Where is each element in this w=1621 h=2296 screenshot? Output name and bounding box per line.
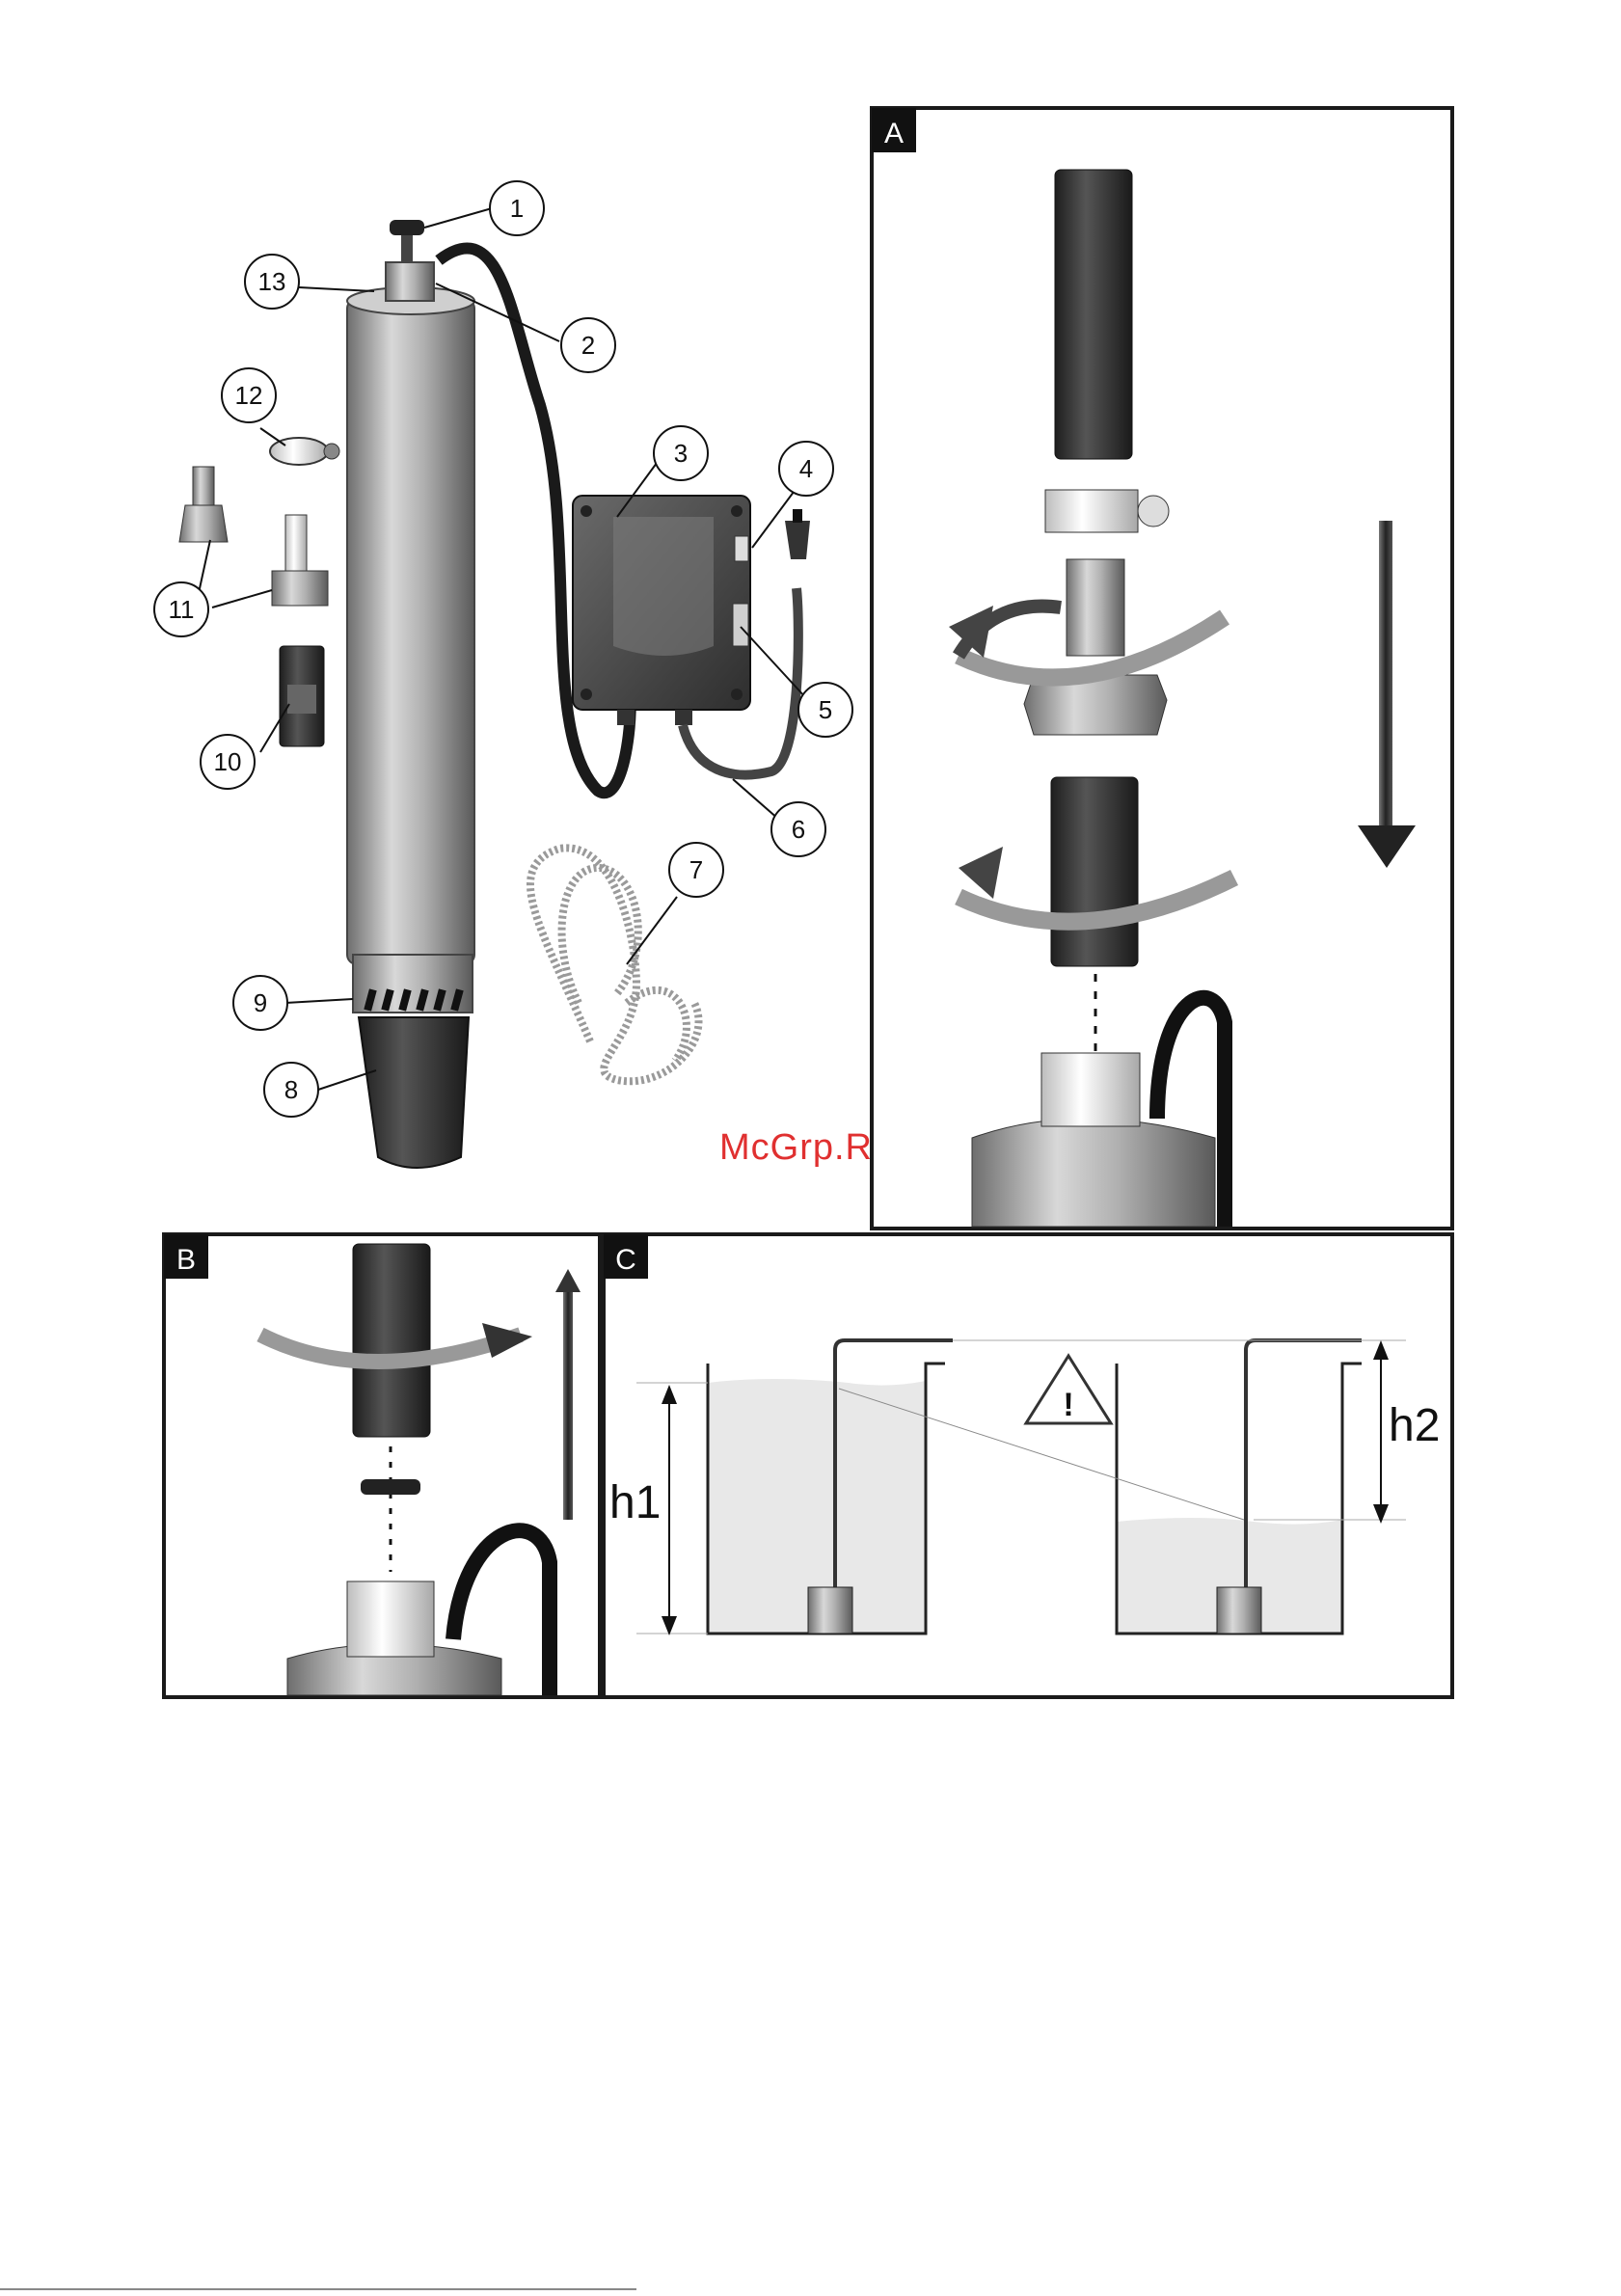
svg-text:!: ! bbox=[1063, 1387, 1073, 1423]
callout-13: 13 bbox=[245, 255, 299, 309]
callout-6: 6 bbox=[771, 802, 825, 856]
nipple-connector-part bbox=[280, 646, 324, 746]
svg-text:10: 10 bbox=[214, 747, 242, 776]
callout-9: 9 bbox=[233, 976, 287, 1030]
left-tank bbox=[708, 1340, 953, 1634]
svg-text:8: 8 bbox=[284, 1075, 298, 1104]
panel-a-letter: A bbox=[884, 118, 904, 149]
callout-4: 4 bbox=[779, 442, 833, 496]
panel-c: C ! h1 bbox=[604, 1234, 1452, 1697]
callout-2: 2 bbox=[561, 318, 615, 372]
control-box-part bbox=[573, 496, 810, 775]
callout-8: 8 bbox=[264, 1063, 318, 1117]
callout-1: 1 bbox=[490, 181, 544, 235]
panel-a: A bbox=[872, 108, 1452, 1229]
svg-text:12: 12 bbox=[235, 381, 263, 410]
outlet-head bbox=[386, 262, 434, 301]
callout-5: 5 bbox=[798, 683, 852, 737]
h1-label: h1 bbox=[609, 1477, 661, 1528]
panel-b: B bbox=[164, 1234, 600, 1697]
cord-cap bbox=[390, 220, 424, 235]
callout-11: 11 bbox=[154, 582, 208, 636]
watermark-text: McGrp.Ru bbox=[719, 1127, 894, 1168]
pump-body bbox=[347, 299, 474, 964]
pump-foot bbox=[359, 1017, 469, 1168]
svg-text:9: 9 bbox=[254, 988, 267, 1017]
svg-text:1: 1 bbox=[510, 194, 524, 223]
callout-7: 7 bbox=[669, 843, 723, 897]
h2-label: h2 bbox=[1389, 1400, 1440, 1451]
svg-text:13: 13 bbox=[258, 267, 286, 296]
svg-text:7: 7 bbox=[689, 855, 703, 884]
callout-12: 12 bbox=[222, 368, 276, 422]
hose-connector-parts bbox=[179, 467, 328, 606]
svg-text:11: 11 bbox=[169, 595, 195, 624]
panel-c-letter: C bbox=[615, 1244, 636, 1276]
callout-3: 3 bbox=[654, 426, 708, 480]
svg-text:4: 4 bbox=[799, 454, 813, 483]
panel-b-letter: B bbox=[176, 1244, 196, 1276]
callout-10: 10 bbox=[201, 735, 255, 789]
svg-text:5: 5 bbox=[819, 695, 832, 724]
hose bbox=[1055, 170, 1132, 459]
svg-text:2: 2 bbox=[581, 331, 595, 360]
svg-text:3: 3 bbox=[674, 439, 688, 468]
svg-text:6: 6 bbox=[792, 815, 805, 844]
